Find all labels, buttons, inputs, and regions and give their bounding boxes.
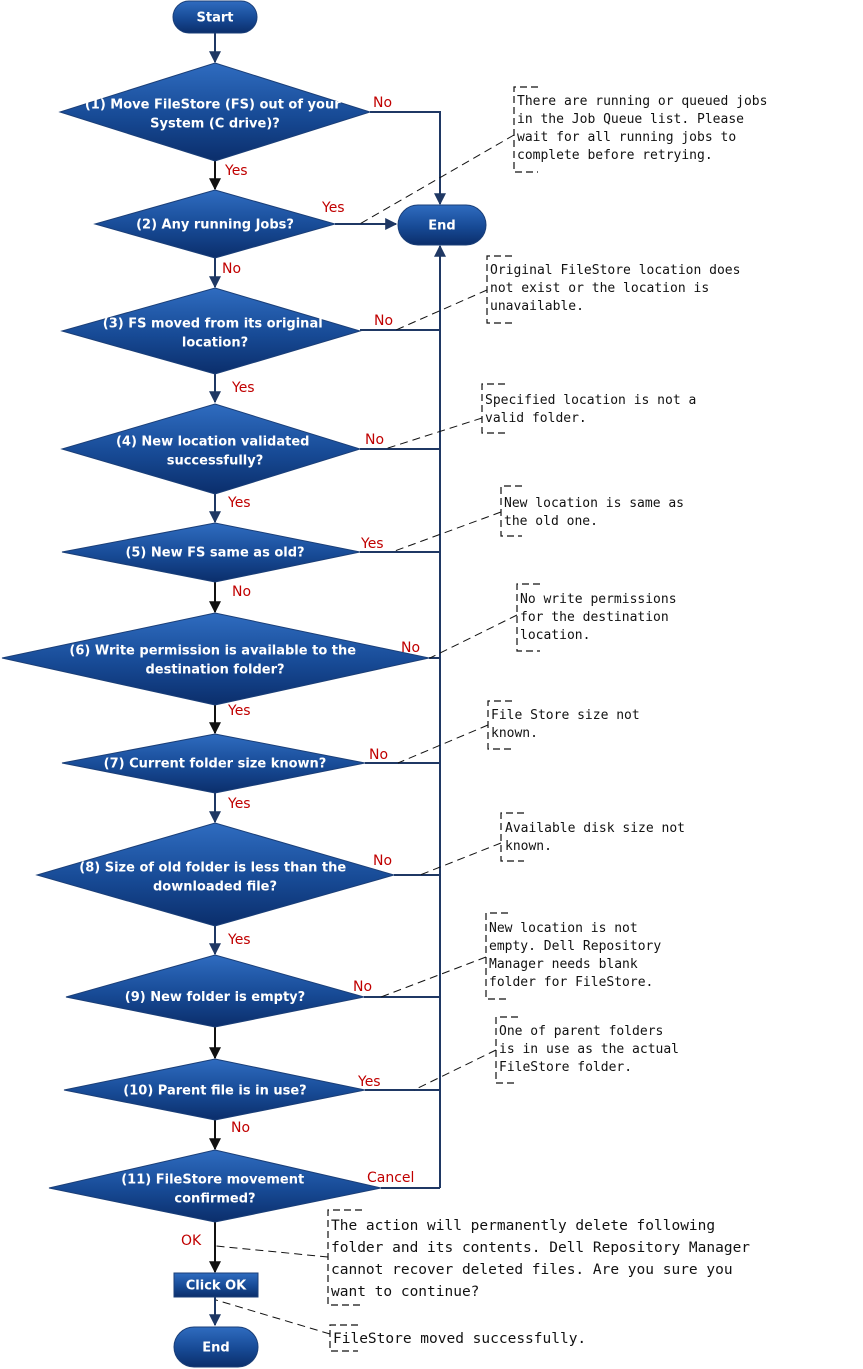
note-5-bracket xyxy=(500,485,522,537)
decision-3-text: (3) FS moved from its original location? xyxy=(103,317,327,351)
start-terminal xyxy=(172,0,258,34)
note-10: One of parent folders is in use as the a… xyxy=(499,1024,687,1075)
note-3-leader xyxy=(395,289,488,331)
note-9-leader xyxy=(380,956,487,998)
note-8: Available disk size not known. xyxy=(505,821,693,854)
decision-5-text: (5) New FS same as old? xyxy=(125,546,304,561)
label-d7-yes: Yes xyxy=(227,796,251,812)
note-1-bracket xyxy=(513,86,538,173)
note-11-leader xyxy=(215,1245,329,1258)
decision-4 xyxy=(60,403,362,495)
note-8-bracket xyxy=(500,812,524,862)
label-d2-no: No xyxy=(222,261,241,277)
decision-2-text: (2) Any running Jobs? xyxy=(136,218,294,233)
label-d5-yes: Yes xyxy=(360,536,384,552)
note-1: There are running or queued jobs in the … xyxy=(517,94,775,163)
decision-5 xyxy=(61,522,361,583)
decision-7 xyxy=(61,733,366,794)
decision-8 xyxy=(35,822,396,927)
label-d8-yes: Yes xyxy=(227,932,251,948)
edge-labels: No Yes Yes No No Yes No Yes Yes No No Ye… xyxy=(181,95,420,1249)
note-1-leader xyxy=(357,134,515,226)
note-12: FileStore moved successfully. xyxy=(333,1331,586,1347)
decision-10-text: (10) Parent file is in use? xyxy=(123,1084,306,1099)
decision-8-text: (8) Size of old folder is less than the … xyxy=(79,861,350,895)
label-d9-no: No xyxy=(353,979,372,995)
decision-10 xyxy=(63,1058,366,1121)
decision-6-text: (6) Write permission is available to the… xyxy=(69,644,360,678)
label-d4-no: No xyxy=(365,432,384,448)
end-bottom-label: End xyxy=(202,1341,229,1356)
decision-11-text: (11) FileStore movement confirmed? xyxy=(121,1173,309,1207)
decision-4-text: (4) New location validated successfully? xyxy=(116,435,314,469)
note-8-leader xyxy=(419,842,502,876)
note-6-leader xyxy=(429,614,518,659)
decision-6 xyxy=(1,612,430,706)
note-6-bracket xyxy=(516,583,540,652)
end-terminal-bottom xyxy=(173,1326,259,1368)
note-4-leader xyxy=(384,417,483,450)
note-3: Original FileStore location does not exi… xyxy=(490,263,748,314)
note-11: The action will permanently delete follo… xyxy=(331,1218,759,1300)
end-top-label: End xyxy=(428,219,455,234)
label-d2-yes: Yes xyxy=(321,200,345,216)
connectors xyxy=(209,33,446,1327)
click-ok-label: Click OK xyxy=(186,1279,247,1294)
decision-1-text: (1) Move FileStore (FS) out of your Syst… xyxy=(85,98,345,132)
label-d11-cancel: Cancel xyxy=(367,1170,414,1186)
edge-d1-no-end xyxy=(370,111,446,206)
label-d5-no: No xyxy=(232,584,251,600)
note-10-leader xyxy=(413,1049,497,1091)
label-d1-yes: Yes xyxy=(224,163,248,179)
note-5: New location is same as the old one. xyxy=(504,496,692,529)
note-12-bracket xyxy=(329,1324,358,1352)
label-d6-yes: Yes xyxy=(227,703,251,719)
nodes: Start End (1) Move FileStore (FS) out of… xyxy=(1,0,487,1368)
note-6: No write permissions for the destination… xyxy=(520,592,684,643)
label-d11-ok: OK xyxy=(181,1233,202,1249)
label-d6-no: No xyxy=(401,640,420,656)
note-11-bracket xyxy=(327,1209,362,1306)
label-d10-no: No xyxy=(231,1120,250,1136)
note-5-leader xyxy=(391,511,502,553)
click-ok-process xyxy=(173,1272,259,1298)
note-9-bracket xyxy=(485,912,508,1000)
label-d4-yes: Yes xyxy=(227,495,251,511)
decision-7-text: (7) Current folder size known? xyxy=(104,757,327,772)
end-terminal-top xyxy=(397,204,487,246)
label-d3-yes: Yes xyxy=(231,380,255,396)
label-d1-no: No xyxy=(373,95,392,111)
note-9: New location is not empty. Dell Reposito… xyxy=(489,921,669,990)
label-d8-no: No xyxy=(373,853,392,869)
note-3-bracket xyxy=(486,255,512,324)
note-4-bracket xyxy=(481,383,505,434)
note-7: File Store size not known. xyxy=(491,708,648,741)
note-4: Specified location is not a valid folder… xyxy=(485,393,704,426)
label-d7-no: No xyxy=(369,747,388,763)
start-label: Start xyxy=(197,11,234,26)
annotations: There are running or queued jobs in the … xyxy=(215,86,775,1352)
decision-9 xyxy=(65,954,365,1028)
decision-1 xyxy=(58,62,372,162)
decision-3 xyxy=(60,287,362,375)
note-12-leader xyxy=(215,1299,331,1335)
decision-2 xyxy=(93,189,337,259)
decision-9-text: (9) New folder is empty? xyxy=(125,990,305,1005)
note-7-leader xyxy=(397,724,489,764)
label-d3-no: No xyxy=(374,313,393,329)
decision-11 xyxy=(48,1149,382,1223)
label-d10-yes: Yes xyxy=(357,1074,381,1090)
